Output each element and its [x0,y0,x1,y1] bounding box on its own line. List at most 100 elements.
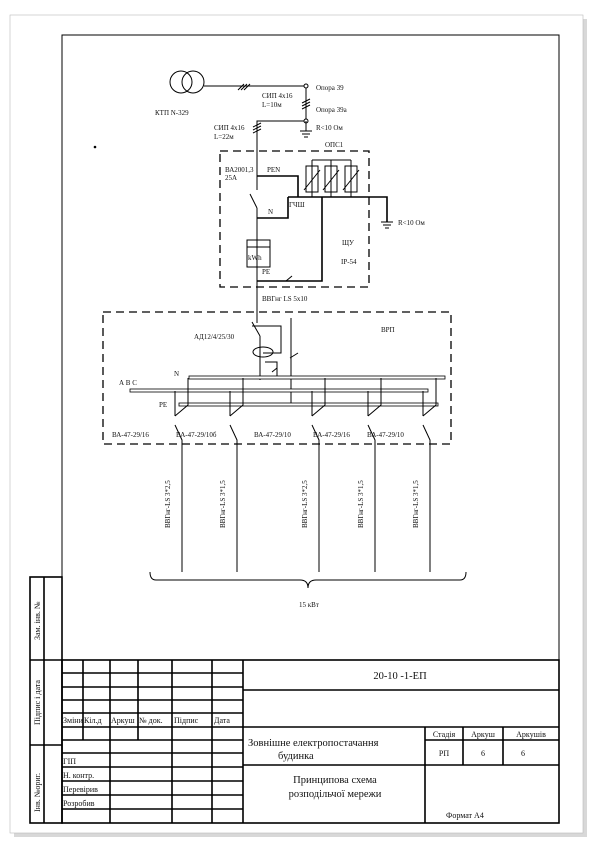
busbar [288,196,388,222]
phase-label: А В С [119,379,137,387]
sheet-value: 6 [481,749,485,758]
n-label: N [268,208,273,216]
cable-ticks [237,83,251,91]
transformer-icon [169,70,193,94]
paper [9,14,584,834]
feeder-cable-label: ВВГнг-LS 3*1,5 [412,480,420,528]
breaker-label: ВА-47-29/10б [176,431,217,439]
pole-node [303,83,309,89]
meter-icon [246,239,271,268]
cable-ticks [289,352,299,359]
load-brace [149,571,467,589]
ground-icon [300,121,312,138]
feeder-line [229,378,244,572]
busbar-label: ГЧШ [289,201,305,209]
arrester-marks [303,169,360,191]
surge-arresters [303,159,360,197]
cable-ticks [301,98,311,110]
project-title: будинка [278,751,314,762]
sheets-label: Аркушів [516,730,546,739]
marker-dot [93,145,97,149]
stage-value: РП [439,749,449,758]
stage-label: Стадія [433,730,456,739]
panel-outline [219,150,370,288]
metering-panel: ОПС1 ВА2001,3 25А PEN R<10 Ом ГЧШ N kWh … [219,141,425,303]
n-line [257,197,289,219]
stamp-label: Інв. №ориг. [33,773,42,812]
feeder-line [367,378,382,572]
column-header: Кіл.д [84,716,102,725]
column-header: Підпис [174,716,199,725]
arrester-icon [344,165,358,193]
column-header: Зміни [63,716,84,725]
panel-name: ВРП [381,326,395,334]
ground-icon [381,221,393,229]
column-header: № док. [139,716,163,725]
feeder-cable-label: ВВГнг-LS 3*1,5 [219,480,227,528]
phase-bus [129,388,429,393]
stamp-label: Підпис і дата [33,680,42,725]
cable-label: СИП 4х16 [214,124,245,132]
transformer-winding [181,70,205,94]
surge-label: ОПС1 [325,141,344,149]
distribution-panel: ВРП АД12/4/25/30 N А В С PE ВА-47-29/16В… [102,311,467,609]
cable-ticks [285,275,293,282]
column-header: Дата [214,716,230,725]
pe-line [257,197,323,282]
breaker-label: ВА-47-29/16 [112,431,149,439]
title-block: 20-10 -1-ЕП Зміни Кіл.д Аркуш № док. Під… [61,659,560,824]
panel-name: ЩУ [342,239,354,247]
substation-label: КТП N-329 [155,109,189,117]
role-label: Розробив [63,799,95,808]
cable-ticks [252,122,262,134]
panel-ip: IP-54 [341,258,357,266]
feeder-line [174,378,189,572]
ground-label: R<10 Ом [316,124,343,132]
arrester-wires [311,159,352,197]
supply-section: КТП N-329 Опора 39 Опора 39а R<10 Ом СИП… [155,70,348,318]
stamp-label: Зам. інв. № [33,601,42,640]
feeder-line [422,378,437,572]
sheet-label: Аркуш [471,730,496,739]
feeder-cable-label: ВВГнг-LS 3*2,5 [164,480,172,528]
pen-label: PEN [267,166,280,174]
breaker-label: ВА-47-29/10 [367,431,404,439]
rcd-test [265,361,278,376]
pen-line [257,175,299,197]
role-label: ГІП [63,757,76,766]
panel-outline [102,311,452,445]
switch-blade [249,186,258,209]
arrester-icon [305,165,319,193]
cable-label: СИП 4х16 [262,92,293,100]
rcd-label: АД12/4/25/30 [194,333,235,341]
n-label: N [174,370,179,378]
pe-bus [178,402,439,407]
breaker-label: ВА-47-29/16 [313,431,350,439]
role-label: Перевірив [63,785,98,794]
ground-label: R<10 Ом [398,219,425,227]
breaker-label: ВА2001,3 [225,166,254,174]
pole-label: Опора 39 [316,84,344,92]
total-power-label: 15 кВт [299,601,319,609]
breaker-label: ВА-47-29/10 [254,431,291,439]
rcd-sensor [252,346,274,358]
cable-length-label: L=22м [214,133,234,141]
project-title: Зовнішне електропостачання [248,738,379,749]
column-header: Аркуш [111,716,136,725]
sheets-value: 6 [521,749,525,758]
format-label: Формат А4 [446,811,484,820]
feeder-cable-label: ВВГнг-LS 3*2,5 [301,480,309,528]
sheet-title: розподільчої мережи [289,789,382,800]
feeder-cable-label: ВВГнг-LS 3*1,5 [357,480,365,528]
pe-label: PE [159,401,167,409]
role-label: Н. контр. [63,771,94,780]
breaker-rating: 25А [225,174,237,182]
pole-label: Опора 39а [316,106,348,114]
cable-length-label: L=10м [262,101,282,109]
meter-label: kWh [248,254,262,262]
feed-cable-label: ВВГнг LS 5х10 [262,295,308,303]
sheet-title: Принципова схема [293,775,377,786]
feeder-line [311,378,326,572]
